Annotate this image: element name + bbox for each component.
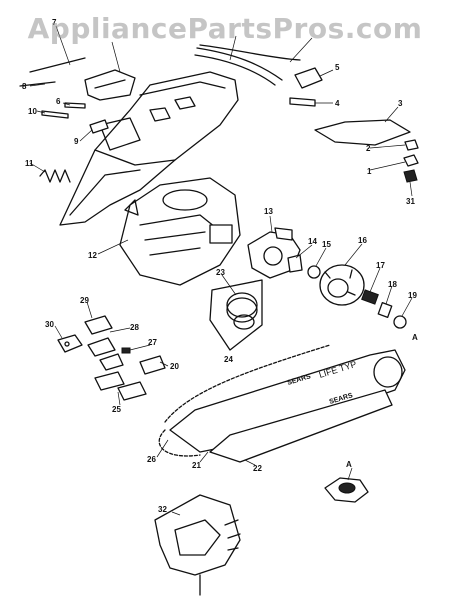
washer-part-2 bbox=[404, 139, 419, 151]
fuel-line-outer bbox=[196, 47, 283, 81]
callout-31: 31 bbox=[406, 197, 415, 206]
callout-29: 29 bbox=[80, 296, 89, 305]
screw-part-6 bbox=[64, 102, 86, 109]
callout-19: 19 bbox=[408, 291, 417, 300]
washer-part-19 bbox=[393, 315, 407, 329]
throttle-trigger bbox=[84, 69, 136, 101]
callout-7: 7 bbox=[52, 18, 57, 27]
throttle-cable bbox=[199, 44, 301, 61]
spring-part-11 bbox=[39, 169, 71, 183]
callout-30: 30 bbox=[45, 320, 54, 329]
callout-10: 10 bbox=[28, 107, 37, 116]
callout-28: 28 bbox=[130, 323, 139, 332]
callout-21: 21 bbox=[192, 461, 201, 470]
callout-5: 5 bbox=[335, 63, 340, 72]
bracket-part-3 bbox=[314, 119, 411, 146]
bar-nut-part-a bbox=[324, 477, 369, 503]
bearing-part-17 bbox=[361, 289, 379, 305]
washer-part-15 bbox=[307, 265, 321, 279]
nut-part-31 bbox=[403, 169, 418, 183]
screw-part-10 bbox=[41, 110, 69, 119]
callout-15: 15 bbox=[322, 240, 331, 249]
callout-6: 6 bbox=[56, 97, 61, 106]
nut-part-1 bbox=[403, 154, 419, 167]
engine-assembly bbox=[119, 177, 241, 286]
sprocket-cover-part-32 bbox=[154, 494, 241, 596]
leader-lines bbox=[29, 25, 413, 516]
callout-8: 8 bbox=[22, 82, 27, 91]
piston-ring-set bbox=[209, 279, 263, 351]
callout-labels: 1 2 3 4 5 6 7 8 9 10 11 12 13 14 15 16 1… bbox=[22, 18, 418, 514]
spring-part-7 bbox=[29, 57, 86, 73]
callout-16: 16 bbox=[358, 236, 367, 245]
callout-20: 20 bbox=[170, 362, 179, 371]
callout-18: 18 bbox=[388, 280, 397, 289]
callout-23: 23 bbox=[216, 268, 225, 277]
callout-13: 13 bbox=[264, 207, 273, 216]
callout-a-clutch: A bbox=[412, 333, 418, 342]
bolt-part-9 bbox=[89, 119, 109, 134]
callout-25: 25 bbox=[112, 405, 121, 414]
callout-4: 4 bbox=[335, 99, 340, 108]
guide-bar-and-chain: SEARS LIFE TYP SEARS bbox=[158, 344, 406, 463]
callout-2: 2 bbox=[366, 144, 371, 153]
spring-part-14 bbox=[287, 254, 303, 273]
callout-9: 9 bbox=[74, 137, 79, 146]
callout-11: 11 bbox=[25, 159, 34, 168]
callout-12: 12 bbox=[88, 251, 97, 260]
clutch-drum bbox=[319, 264, 365, 306]
saw-housing bbox=[59, 71, 239, 226]
callout-22: 22 bbox=[253, 464, 262, 473]
callout-1: 1 bbox=[367, 167, 372, 176]
chain-link-parts bbox=[57, 315, 166, 401]
clutch-assembly bbox=[247, 227, 301, 279]
fitting-part-4 bbox=[289, 97, 316, 107]
callout-24: 24 bbox=[224, 355, 233, 364]
callout-3: 3 bbox=[398, 99, 403, 108]
sleeve-part-18 bbox=[377, 302, 393, 318]
callout-27: 27 bbox=[148, 338, 157, 347]
callout-17: 17 bbox=[376, 261, 385, 270]
pin-part-8 bbox=[19, 81, 56, 87]
callout-14: 14 bbox=[308, 237, 317, 246]
fuel-line bbox=[194, 54, 276, 86]
fitting-part-5 bbox=[294, 67, 323, 89]
callout-32: 32 bbox=[158, 505, 167, 514]
callout-26: 26 bbox=[147, 455, 156, 464]
callout-a-nut: A bbox=[346, 460, 352, 469]
